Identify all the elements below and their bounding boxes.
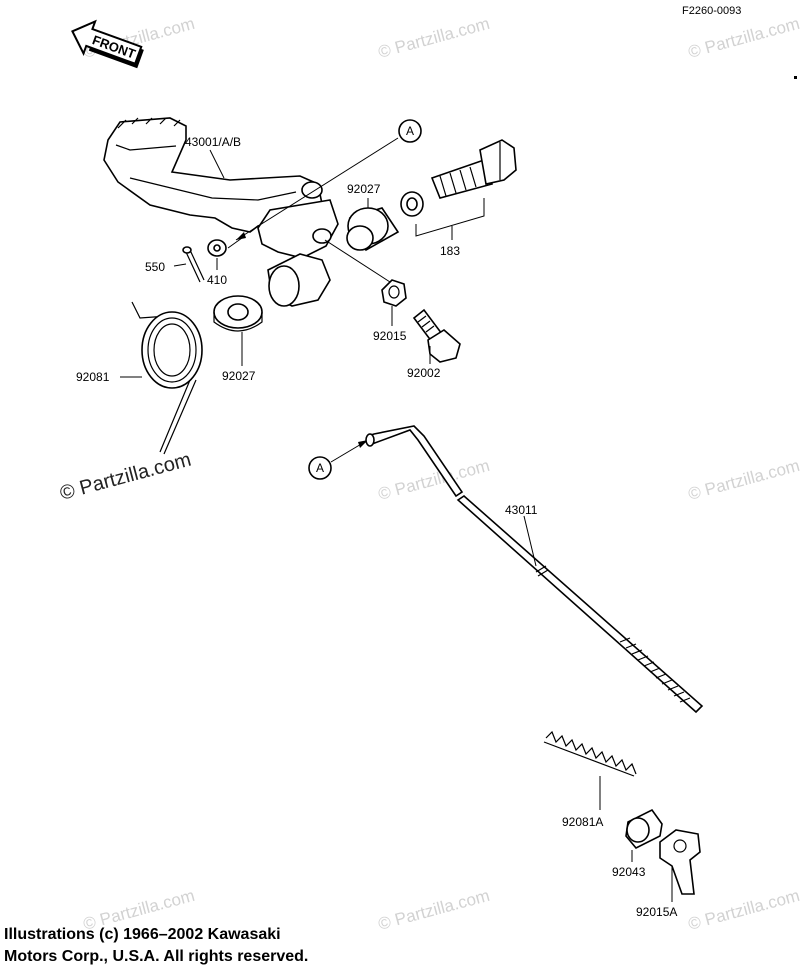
brake-pedal bbox=[103, 117, 339, 307]
part-label-410: 410 bbox=[207, 273, 227, 287]
collar-lower bbox=[213, 295, 263, 366]
part-label-92081A: 92081A bbox=[562, 815, 603, 829]
nut bbox=[381, 279, 407, 326]
part-label-92015: 92015 bbox=[373, 329, 407, 343]
copyright-notice: Illustrations (c) 1966–2002 Kawasaki Mot… bbox=[4, 924, 424, 968]
rod-joint bbox=[625, 808, 663, 862]
torsion-spring bbox=[120, 301, 203, 455]
lock-washer bbox=[400, 191, 424, 217]
collar-upper bbox=[346, 198, 400, 252]
watermark: © Partzilla.com bbox=[686, 886, 800, 934]
front-arrow-icon: FRONT bbox=[71, 19, 144, 69]
part-label-183: 183 bbox=[440, 244, 460, 258]
part-label-43001: 43001/A/B bbox=[185, 135, 241, 149]
part-label-92043: 92043 bbox=[612, 865, 646, 879]
wing-nut bbox=[659, 829, 701, 902]
margin-mark bbox=[794, 76, 797, 79]
part-label-43011: 43011 bbox=[505, 503, 538, 517]
callout-letter: A bbox=[316, 461, 324, 475]
callout-letter: A bbox=[406, 124, 414, 138]
washer bbox=[207, 237, 243, 270]
watermark: © Partzilla.com bbox=[686, 14, 800, 62]
callout-a-top: A bbox=[235, 119, 422, 241]
watermark: © Partzilla.com bbox=[376, 14, 492, 62]
part-label-550: 550 bbox=[145, 260, 165, 274]
cotter-pin bbox=[173, 246, 205, 283]
callout-a-lower: A bbox=[308, 439, 369, 480]
copyright-line-1: Illustrations (c) 1966–2002 Kawasaki bbox=[4, 926, 281, 943]
rod-spring bbox=[543, 730, 637, 810]
bolt-92002 bbox=[412, 308, 461, 364]
part-label-92015A: 92015A bbox=[636, 905, 677, 919]
part-label-92002: 92002 bbox=[407, 366, 441, 380]
reference-code: F2260-0093 bbox=[682, 5, 741, 17]
pivot-bolt bbox=[430, 139, 517, 199]
part-label-92027-lower: 92027 bbox=[222, 369, 256, 383]
brake-rod bbox=[365, 425, 704, 714]
watermark: © Partzilla.com bbox=[686, 456, 800, 504]
part-label-92027-upper: 92027 bbox=[347, 182, 381, 196]
part-label-92081: 92081 bbox=[76, 370, 110, 384]
watermark-dark: © Partzilla.com bbox=[58, 449, 194, 505]
copyright-line-2: Motors Corp., U.S.A. All rights reserved… bbox=[4, 948, 309, 965]
